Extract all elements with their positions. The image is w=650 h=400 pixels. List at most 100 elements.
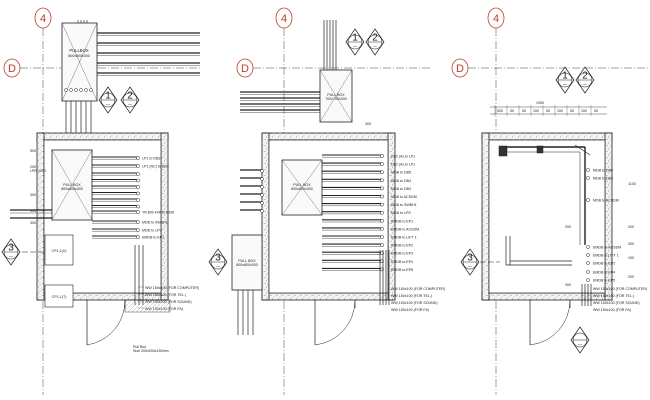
panel1-pullbox-cross xyxy=(61,22,98,102)
panel2-cable-label: EMDB to EP5 xyxy=(391,268,413,272)
panel2-pullbox-top-size: 700x700x300 xyxy=(325,97,347,101)
panel3-dim-value: 50 xyxy=(546,109,550,113)
panel3-section-2-number: 2 xyxy=(582,71,588,82)
panel3-cable-label: MDB to DB3 xyxy=(593,177,613,181)
grid-row-label: D xyxy=(8,63,16,75)
panel2-lower-label: WW 150x100 (FOR COMPUTER) xyxy=(391,287,445,291)
panel2-cable-tap xyxy=(380,227,384,231)
panel2-pullbox-top-label: PULL BOX xyxy=(327,93,345,97)
panel2-stub-tap xyxy=(260,193,264,197)
panel2-pullbox-cross xyxy=(319,69,353,123)
panel1-section-2-dash: — xyxy=(128,102,133,107)
panel2-cable-tap xyxy=(380,178,384,183)
panel1-cable-label: MDB to LPS xyxy=(142,229,162,233)
panel1-cable-label: TR.800 kVA to MDB xyxy=(142,211,174,215)
panel2-wall-top xyxy=(261,132,396,141)
panel2-stub-tap xyxy=(260,177,264,181)
panel2-section-2-number: 2 xyxy=(372,33,378,44)
panel2-cable-tap xyxy=(380,154,384,158)
panel1-pullbox-mid-label: PULL BOX xyxy=(63,183,81,187)
panel2-cable-tap xyxy=(380,210,384,215)
panel3-dim-value: 300 xyxy=(497,109,503,113)
panel2-pullbox-cross xyxy=(281,159,323,216)
panel1-box-cp11v xyxy=(44,234,74,266)
panel2-section-3-number: 3 xyxy=(215,253,221,264)
panel1-lower-label: WW 150x100 (FOR COMPUTER) xyxy=(145,286,199,290)
panel1-conduit-tap xyxy=(69,88,73,92)
panel1-box-cp11v-label: CP1-1(V) xyxy=(52,249,67,253)
panel1-hatch xyxy=(124,299,171,313)
panel3-left-dim: 200 xyxy=(565,225,571,229)
panel1-wall-top xyxy=(36,132,169,141)
panel1-cable-tap xyxy=(136,178,140,183)
panel1-section-1-dash: — xyxy=(106,102,111,107)
panel1-footer-sub: Size 200x200x150mm xyxy=(133,349,169,353)
panel3-dim-value: 50 xyxy=(594,109,598,113)
panel3-marker-bottom-dash: — xyxy=(578,342,583,347)
panel1-wall-right xyxy=(160,132,169,301)
panel1-cable-tap xyxy=(136,210,140,214)
panel2-section-1-number: 1 xyxy=(352,33,358,44)
panel2-cable-label: MDB to DB5 xyxy=(391,171,411,175)
panel3-door-arc xyxy=(529,299,571,346)
panel2-cable-label: MDB to DB3 xyxy=(391,187,411,191)
panel1-pullbox-top-label: PULLBOX xyxy=(69,48,89,53)
panel1-conduit-tap xyxy=(74,88,78,92)
panel3-section-2-dash: — xyxy=(583,82,588,87)
panel2-pullbox-mid-label: PULL BOX xyxy=(293,183,311,187)
panel2-cable-label: EMDB to EP4 xyxy=(391,260,413,264)
panel1-cable-label: MDB to SWBH1 xyxy=(142,221,168,225)
panel1-cable-label: LP1 to DB3 xyxy=(142,157,160,161)
grid-column-label: 4 xyxy=(40,13,46,25)
panel1-side-dim: 300 xyxy=(30,221,36,225)
panel2-pullbox-low-size: 800x800x300 xyxy=(236,263,258,267)
panel1-cable-tap xyxy=(136,185,140,189)
panel1-pullbox-top-size: 800x800x300 xyxy=(68,54,90,58)
panel3-cable-label: MDB to ACSDM xyxy=(593,199,619,203)
panel3-tray-corner xyxy=(498,145,508,157)
panel1-conduit-tap xyxy=(89,88,93,92)
panel2-dim: 300 xyxy=(365,122,371,126)
panel3-riser-interior xyxy=(488,139,606,294)
panel2-wall-bottom xyxy=(261,292,396,301)
panel2-pullbox-low-label: PULL BOX xyxy=(238,259,256,263)
grid-row-label: D xyxy=(456,63,464,75)
panel2-cable-label: MDB to SWBH1 xyxy=(391,203,417,207)
panel3-cable-label: EMDB to EP5 xyxy=(593,279,615,283)
panel2-cable-label: EMDB to EP1 xyxy=(391,219,413,223)
panel3-dim-value: 100 xyxy=(557,109,563,113)
panel1-cable-tap xyxy=(136,228,140,232)
panel1-cable-tap xyxy=(136,191,140,196)
panel1-side-dim: 500 xyxy=(30,149,36,153)
panel3-cable-tap xyxy=(586,253,590,257)
panel3-cable-tap xyxy=(586,245,590,249)
panel2-cable-label: DB2 (A) to LP1 xyxy=(391,155,415,159)
panel1-wall-left xyxy=(36,132,45,301)
panel1-conduit-tap xyxy=(64,88,68,92)
panel1-side-dim: 300 xyxy=(30,209,36,213)
panel3-section-3-dash: — xyxy=(468,264,473,269)
panel3-wall-left xyxy=(481,132,490,301)
panel1-cable-tap xyxy=(136,220,140,224)
panel2-stub-tap xyxy=(260,169,264,173)
panel3-cable-label: EMDB to ACSDM xyxy=(593,246,621,250)
panel2-cable-tap xyxy=(380,194,384,199)
panel2-cable-tap xyxy=(380,218,384,223)
panel1-conduit-tap xyxy=(79,88,83,92)
panel2-section-2-dash: — xyxy=(373,44,378,49)
panel1-cable-label: LP1 (AC) to DB3 xyxy=(142,165,169,169)
panel2-cable-label: EMDB to LIFT 1 xyxy=(391,236,417,240)
panel1-cable-tap xyxy=(136,156,140,160)
panel2-cable-tap xyxy=(380,170,384,175)
panel1-cable-tap xyxy=(136,235,140,239)
panel2-pullbox-low xyxy=(231,234,263,291)
grid-column-label: 4 xyxy=(281,13,287,25)
panel3-dim-value: 50 xyxy=(510,109,514,113)
panel1-side-dim: LPR 1000 xyxy=(30,169,46,173)
panel2-stub-tap xyxy=(260,209,264,213)
panel2-lower-label: WW 150x100 (FOR FA) xyxy=(391,308,429,312)
panel3-dim-value: 50 xyxy=(570,109,574,113)
panel3-lower-label: WW 150x100 (FOR COMPUTER) xyxy=(593,287,647,291)
panel3-section-1-dash: — xyxy=(563,82,568,87)
